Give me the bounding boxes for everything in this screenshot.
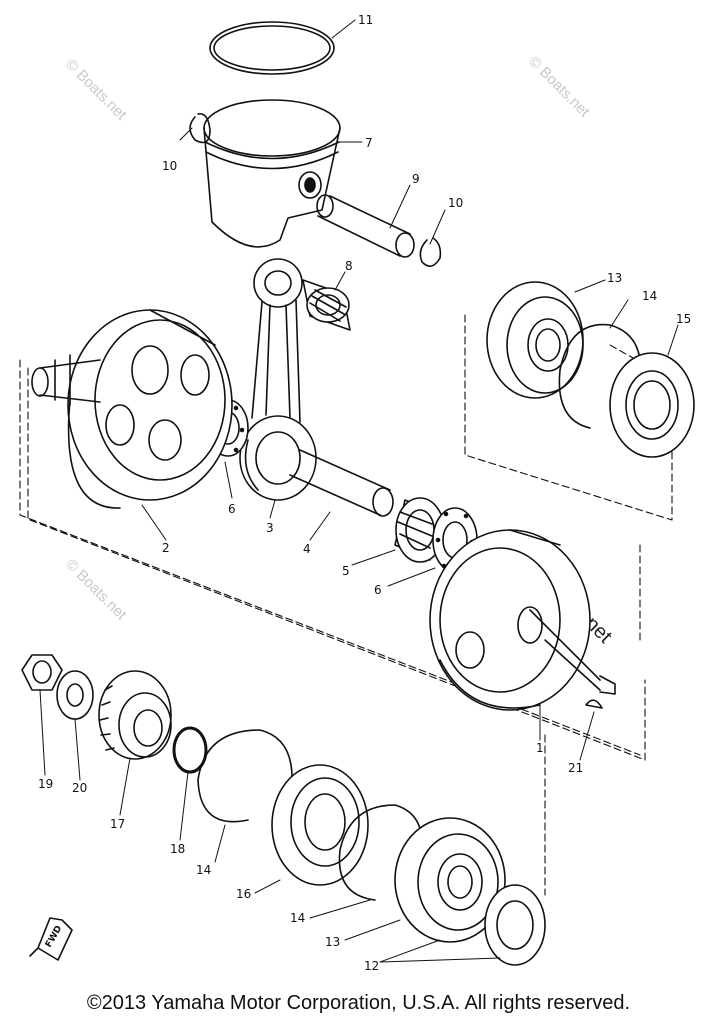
callout-1: 1 [536, 741, 544, 755]
fwd-arrow-icon: FWD [29, 917, 73, 961]
callouts: 11 7 9 10 10 8 13 14 15 6 3 4 5 6 2 1 21… [38, 13, 691, 973]
callout-11: 11 [358, 13, 373, 27]
piston-pin-clip [419, 237, 442, 267]
callout-9: 9 [412, 172, 420, 186]
watermark: © Boats.net [525, 53, 593, 121]
small-end-bearing [302, 279, 351, 331]
lock-washer [56, 670, 94, 720]
bearing-circlip [558, 323, 642, 429]
watermark: © Boats.net [62, 556, 130, 624]
watermark: © Boats.net [62, 56, 130, 124]
callout-19: 19 [38, 777, 53, 791]
o-ring [172, 726, 208, 774]
callout-2: 2 [162, 541, 170, 555]
callout-20: 20 [72, 781, 87, 795]
assembly-outline [19, 314, 673, 896]
callout-13: 13 [607, 271, 622, 285]
right-crank-wheel [429, 529, 616, 711]
bearing-circlip [338, 804, 424, 901]
crank-pin [289, 449, 394, 517]
oil-seal [271, 764, 369, 886]
callout-6: 6 [228, 502, 236, 516]
callout-10: 10 [162, 159, 177, 173]
callout-14: 14 [196, 863, 211, 877]
crank-nut [21, 654, 63, 691]
leader-lines [39, 19, 679, 963]
copyright-notice: ©2013 Yamaha Motor Corporation, U.S.A. A… [86, 992, 631, 1014]
primary-drive-gear [98, 670, 172, 760]
big-end-bearing [394, 497, 445, 563]
oil-seal [609, 352, 695, 458]
callout-8: 8 [345, 259, 353, 273]
left-crank-wheel [31, 309, 233, 509]
callout-21: 21 [568, 761, 583, 775]
piston-pin-clip [189, 113, 211, 144]
callout-14: 14 [290, 911, 305, 925]
callout-15: 15 [676, 312, 691, 326]
callout-16: 16 [236, 887, 251, 901]
callout-7: 7 [365, 136, 373, 150]
callout-3: 3 [266, 521, 274, 535]
callout-13: 13 [325, 935, 340, 949]
piston-ring [209, 21, 335, 75]
shim [484, 884, 546, 966]
piston-pin [316, 194, 415, 258]
callout-17: 17 [110, 817, 125, 831]
woodruff-key [585, 699, 603, 709]
callout-10: 10 [448, 196, 463, 210]
callout-14: 14 [642, 289, 657, 303]
callout-4: 4 [303, 542, 311, 556]
crankshaft-piston-exploded-diagram: © Boats.net © Boats.net © Boats.net © Bo… [19, 13, 695, 973]
piston [203, 99, 341, 248]
bearing-circlip [197, 729, 293, 823]
crank-bearing [394, 817, 506, 943]
crank-bearing [486, 281, 584, 399]
callout-12: 12 [364, 959, 379, 973]
callout-18: 18 [170, 842, 185, 856]
callout-5: 5 [342, 564, 350, 578]
connecting-rod [239, 258, 317, 501]
callout-6: 6 [374, 583, 382, 597]
